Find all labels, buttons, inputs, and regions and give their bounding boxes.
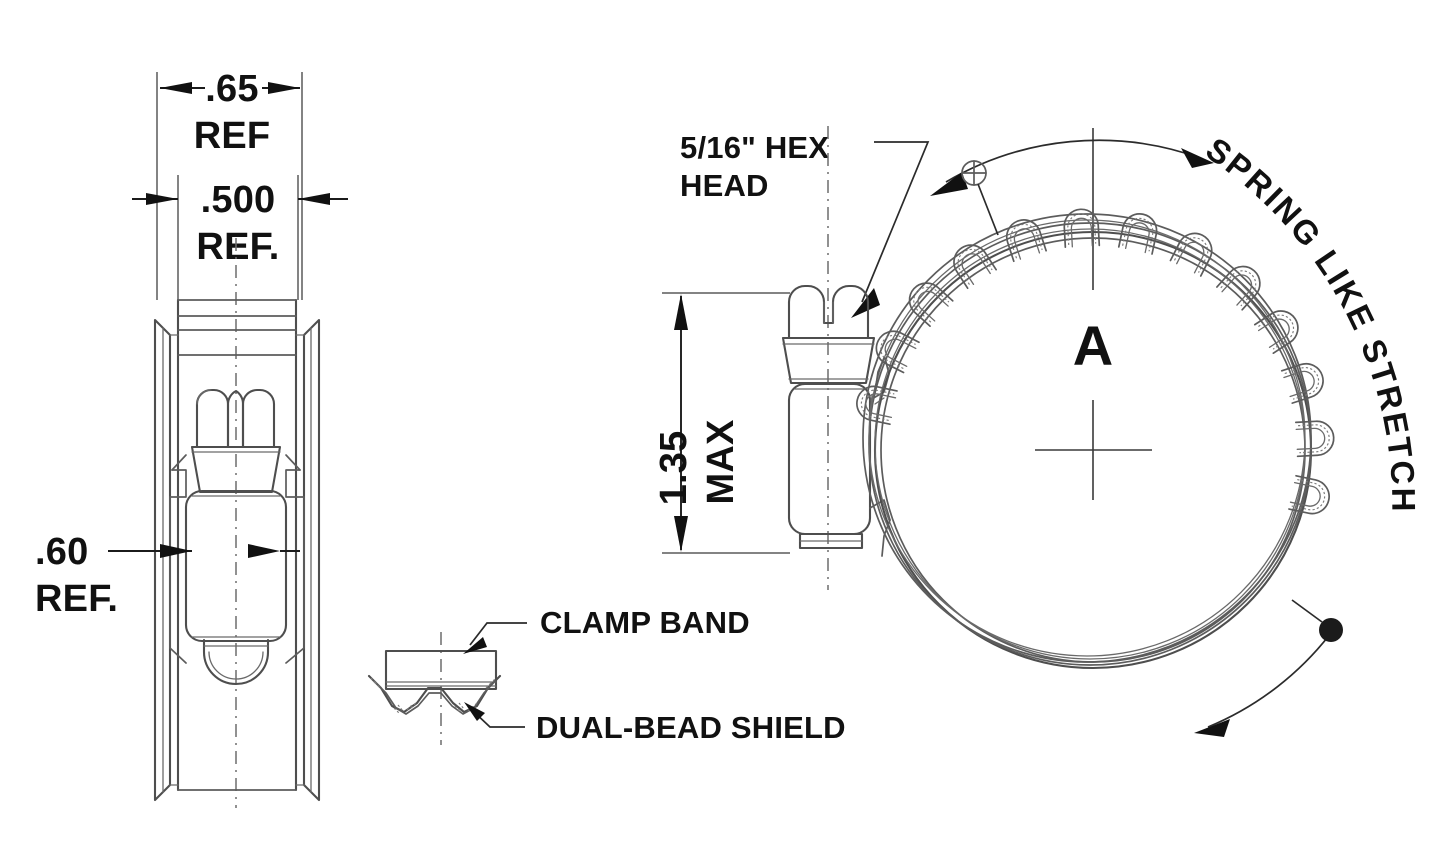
dim-60-value: .60 [35,531,88,573]
arc-arrow-left [930,172,968,196]
bead-loop [1288,474,1330,515]
hex-head-label-line2: HEAD [680,168,769,203]
dim-65-ref: REF [194,115,271,157]
dim-500-ref: REF. [196,226,279,268]
bead-marker-dot [1319,618,1343,642]
callout-hex-head: 5/16" HEX HEAD [680,130,930,318]
housing-body-side [787,382,872,550]
dim-500-value: .500 [201,179,276,221]
target-symbol-leader [977,183,999,236]
band-open-ends [868,357,891,557]
bead-loop [1117,213,1158,255]
callout-dual-bead-shield: DUAL-BEAD SHIELD [464,702,846,745]
bead-loop [1294,420,1335,458]
arc-arrow-bottom [1194,719,1230,737]
hex-head-bolt-side [781,284,876,385]
dual-bead-shield-profile [367,674,502,715]
section-view: CLAMP BAND DUAL-BEAD SHIELD [367,605,846,745]
band-strip [176,298,298,792]
clamp-band-label: CLAMP BAND [540,605,750,640]
target-symbol-group [961,160,999,236]
dimension-65: .65 REF [160,68,300,157]
bead-loop [1063,208,1101,249]
bead-loop [1216,265,1261,311]
bead-marker-group [1291,599,1343,642]
dimension-500: .500 REF. [132,179,348,268]
dim-135-max: MAX [700,419,742,504]
dim-135-value: 1.35 [653,431,695,506]
dim-65-value: .65 [205,68,258,110]
bead-loop [1005,219,1047,263]
arc-upper-left-segment [945,139,1201,183]
bead-loop [1280,362,1324,404]
arc-lower-right-segment [1207,628,1335,728]
side-view: 5/16" HEX HEAD 1.35 MAX [653,126,930,590]
bead-marker-leader [1291,599,1323,623]
housing-body-front [184,489,288,643]
hex-head-label-line1: 5/16" HEX [680,130,829,165]
dimension-60: .60 REF. [35,531,300,620]
dual-bead-shield-label: DUAL-BEAD SHIELD [536,710,846,745]
arc-arrow-right-upper [1181,148,1214,168]
bead-loop [1169,232,1213,277]
front-view: .65 REF .500 REF. [35,68,348,808]
bead-loop [953,244,998,290]
bead-loop [908,282,954,327]
dim-60-ref: REF. [35,578,118,620]
balloon-label-a: A [1073,314,1113,377]
bottom-bead-front [202,638,270,686]
bead-loop [1253,310,1299,355]
clamp-band-rings [862,213,1313,670]
dimension-135-max: 1.35 MAX [653,292,790,554]
bead-loop [856,385,898,426]
band-side-tabs [153,318,321,802]
callout-clamp-band: CLAMP BAND [463,605,750,654]
bead-hatch-lines [370,677,496,714]
